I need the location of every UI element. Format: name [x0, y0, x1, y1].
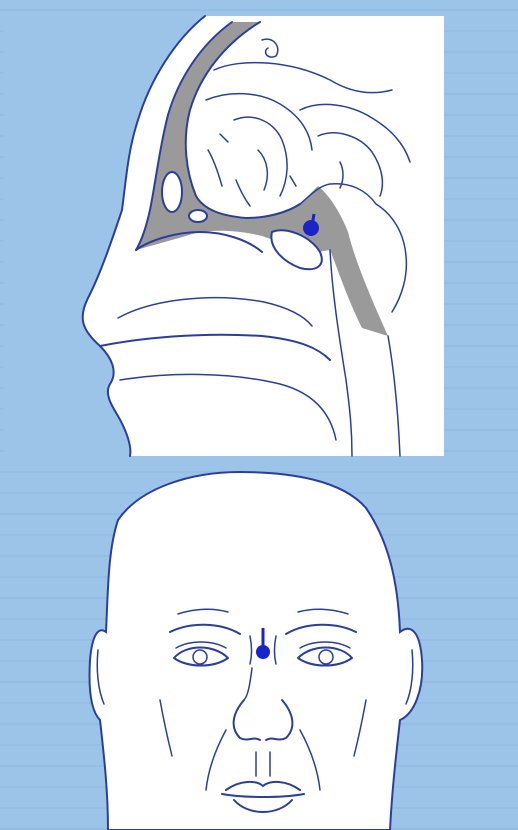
- frontal-sinus: [162, 172, 182, 212]
- sagittal-head-panel: [4, 16, 444, 456]
- frontal-face-panel: [89, 472, 422, 830]
- glabella-point-marker: [256, 645, 270, 659]
- pituitary-point-marker: [303, 220, 319, 236]
- ethmoid-sinus: [189, 210, 207, 222]
